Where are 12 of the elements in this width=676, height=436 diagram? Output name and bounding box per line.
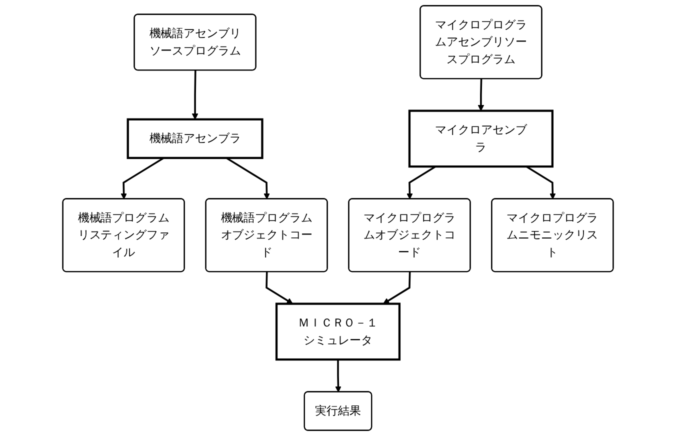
node-box: 機械語アセンブラ [126, 118, 264, 160]
node-box: マイクロアセンブラ [408, 110, 554, 168]
arrow [406, 166, 436, 200]
node-box: ＭＩＣＲＯ－１ シミュレータ [275, 302, 401, 361]
arrow [192, 70, 198, 120]
arrow [120, 157, 164, 200]
arrow [266, 272, 293, 304]
arrow [226, 157, 270, 200]
arrow [335, 360, 342, 392]
arrow [478, 78, 484, 112]
arrow [526, 166, 556, 200]
arrow [383, 272, 411, 304]
